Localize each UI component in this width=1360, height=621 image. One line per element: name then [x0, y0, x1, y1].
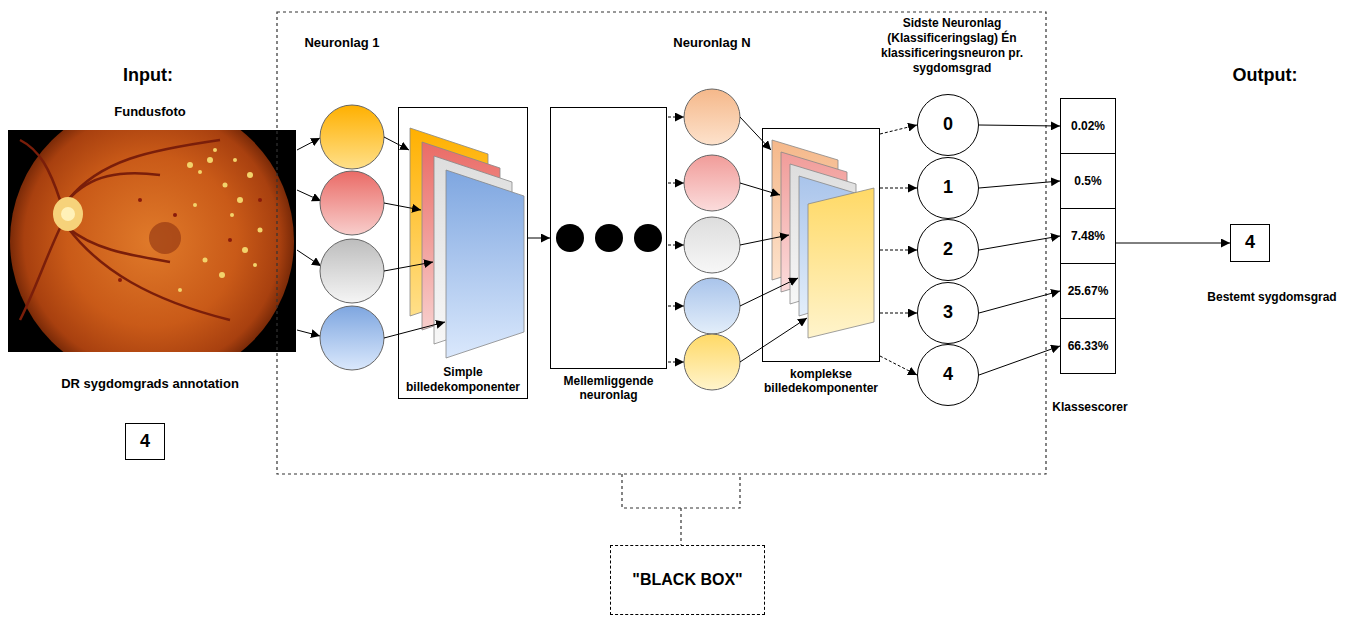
exudates: [178, 148, 263, 292]
section-heading: Output:: [1205, 64, 1325, 87]
annotation-box: 4: [125, 423, 165, 460]
macula: [149, 222, 181, 254]
class-neuron: 1: [917, 157, 979, 219]
class-neuron: 3: [917, 282, 979, 344]
arrow: [979, 346, 1060, 375]
neuron: [320, 171, 384, 235]
neuron-layer-n: [684, 89, 740, 390]
node-text: 4: [943, 364, 953, 386]
fundus-photo: [8, 99, 296, 383]
feature-maps: [772, 140, 874, 338]
class-score: 0.02%: [1060, 98, 1116, 154]
feature-maps: [410, 128, 524, 358]
node-text: 0.5%: [1074, 174, 1101, 188]
dashed-arrow: [880, 188, 917, 189]
neuron: [684, 217, 740, 273]
class-neuron: 4: [917, 344, 979, 406]
neuron: [684, 155, 740, 211]
arrow: [979, 291, 1060, 313]
section-heading: Input:: [88, 64, 208, 87]
dashed-arrow: [880, 250, 917, 251]
image-caption: Fundusfoto: [65, 104, 235, 120]
arrow: [979, 125, 1060, 126]
neuron: [320, 105, 384, 169]
node-text: 66.33%: [1068, 339, 1109, 353]
node-text: 0: [943, 114, 953, 136]
neuron: [684, 89, 740, 145]
class-score: 25.67%: [1060, 263, 1116, 319]
neuron: [320, 239, 384, 303]
feature-arrows: [384, 137, 445, 338]
node-text: 7.48%: [1071, 229, 1105, 243]
node-text: 4: [1245, 232, 1255, 254]
annotation-caption: DR sygdomgrads annotation: [10, 376, 290, 392]
optic-disc: [53, 197, 83, 231]
node-text: Mellemliggende neuronlag: [537, 374, 680, 403]
black-box-box: "BLACK BOX": [610, 545, 765, 615]
hemorrhages: [118, 198, 262, 282]
layer-box: Mellemliggende neuronlag: [550, 107, 667, 369]
result-caption: Bestemt sygdomsgrad: [1192, 290, 1352, 305]
optic-cup: [61, 207, 75, 221]
neuron: [684, 334, 740, 390]
arrow: [1116, 243, 1230, 244]
node-text: 3: [943, 302, 953, 324]
class-neuron: 2: [917, 219, 979, 281]
class-score: 0.5%: [1060, 153, 1116, 209]
arrow: [979, 236, 1060, 250]
node-text: 1: [943, 177, 953, 199]
neuron-layer-1: [320, 105, 384, 370]
bracket: [622, 474, 740, 545]
black-box-region: [277, 12, 1046, 474]
node-text: 0.02%: [1071, 119, 1105, 133]
dashed-arrows: [668, 117, 684, 362]
node-text: 4: [140, 431, 150, 453]
node-text: komplekse billedekomponenter: [749, 367, 893, 396]
layer-label: Neuronlag N: [647, 35, 777, 51]
class-score: 66.33%: [1060, 318, 1116, 374]
class-score: 7.48%: [1060, 208, 1116, 264]
neuron: [684, 278, 740, 334]
blood-vessels: [20, 140, 230, 320]
neuron: [320, 306, 384, 370]
layer-box: komplekse billedekomponenter: [762, 128, 880, 362]
node-text: Simple billedekomponenter: [401, 365, 525, 394]
layer-box: Simple billedekomponenter: [398, 107, 528, 399]
node-text: 2: [943, 239, 953, 261]
layer-label: Neuronlag 1: [277, 35, 407, 51]
ellipsis-dots: [556, 224, 662, 252]
arrow: [979, 181, 1060, 188]
result-box: 4: [1230, 224, 1270, 262]
node-text: 25.67%: [1068, 284, 1109, 298]
dashed-arrow: [880, 313, 917, 314]
retina: [10, 130, 294, 352]
scores-caption: Klassescorer: [1025, 400, 1155, 415]
dashed-arrow: [880, 125, 917, 134]
layer-label: Sidste Neuronlag (Klassificeringslag) Én…: [872, 16, 1032, 76]
arrow: [528, 238, 550, 239]
feature-arrows: [740, 117, 807, 362]
node-text: "BLACK BOX": [632, 570, 742, 589]
class-neuron: 0: [917, 94, 979, 156]
input-arrows: [297, 138, 321, 336]
dashed-arrow: [880, 356, 917, 375]
